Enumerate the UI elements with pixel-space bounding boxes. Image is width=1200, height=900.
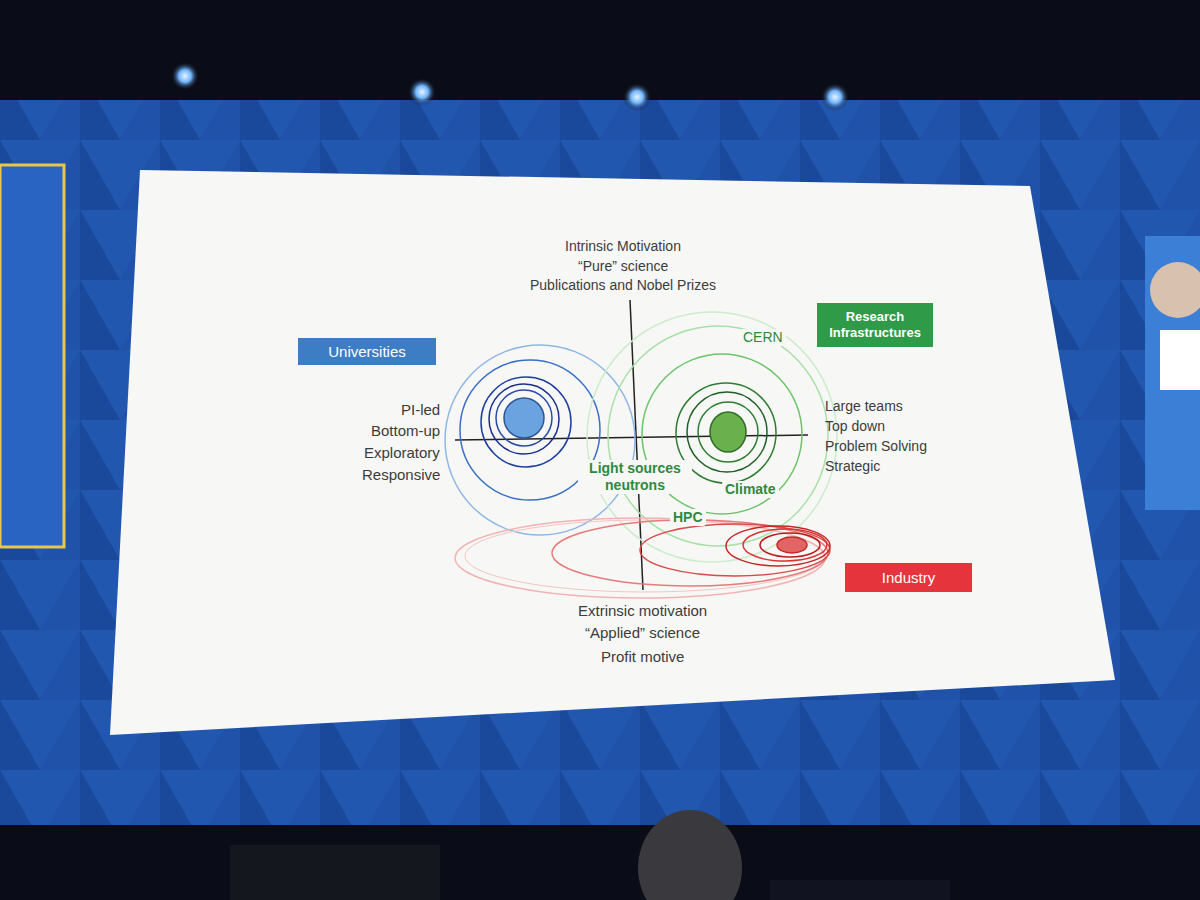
category-box: Industry [845, 563, 972, 592]
industry-rings [455, 518, 830, 598]
axis-label: PI-led [401, 401, 440, 419]
axis-label: Exploratory [364, 444, 440, 462]
region-label: CERN [740, 329, 786, 346]
axis-label: Large teams [825, 398, 903, 415]
category-box: Research Infrastructures [817, 303, 933, 347]
audience-head [638, 810, 742, 900]
speaker-photo [1160, 330, 1200, 390]
axis-label: Bottom-up [371, 422, 440, 440]
category-label: Universities [328, 343, 406, 361]
axis-label: “Applied” science [585, 624, 700, 642]
axis-label: Intrinsic Motivation [565, 238, 681, 255]
stage-light [408, 78, 436, 106]
speaker-photo [1150, 262, 1200, 318]
side-panel [0, 165, 64, 547]
axis-label: “Pure” science [578, 258, 668, 275]
axis-label: Publications and Nobel Prizes [530, 277, 716, 294]
stage-light [623, 83, 651, 111]
axis-label: Responsive [362, 466, 440, 484]
region-label: Light sources neutrons [578, 460, 692, 494]
axis-label: Problem Solving [825, 438, 927, 455]
region-label: Climate [722, 481, 779, 498]
category-label: Research Infrastructures [825, 309, 925, 340]
axis-label: Top down [825, 418, 885, 435]
slide [110, 170, 1115, 735]
screen-backdrop [0, 100, 1200, 825]
stage-equipment [770, 880, 950, 900]
axis-line [455, 435, 808, 440]
category-label: Industry [882, 569, 935, 587]
axis-label: Strategic [825, 458, 880, 475]
stage-light [821, 83, 849, 111]
stage-monitor [230, 845, 440, 900]
stage-light [171, 62, 199, 90]
category-box: Universities [298, 338, 436, 365]
universities-rings [445, 345, 635, 535]
region-label: HPC [670, 509, 706, 526]
axis-label: Extrinsic motivation [578, 602, 707, 620]
axis-label: Profit motive [601, 648, 684, 666]
